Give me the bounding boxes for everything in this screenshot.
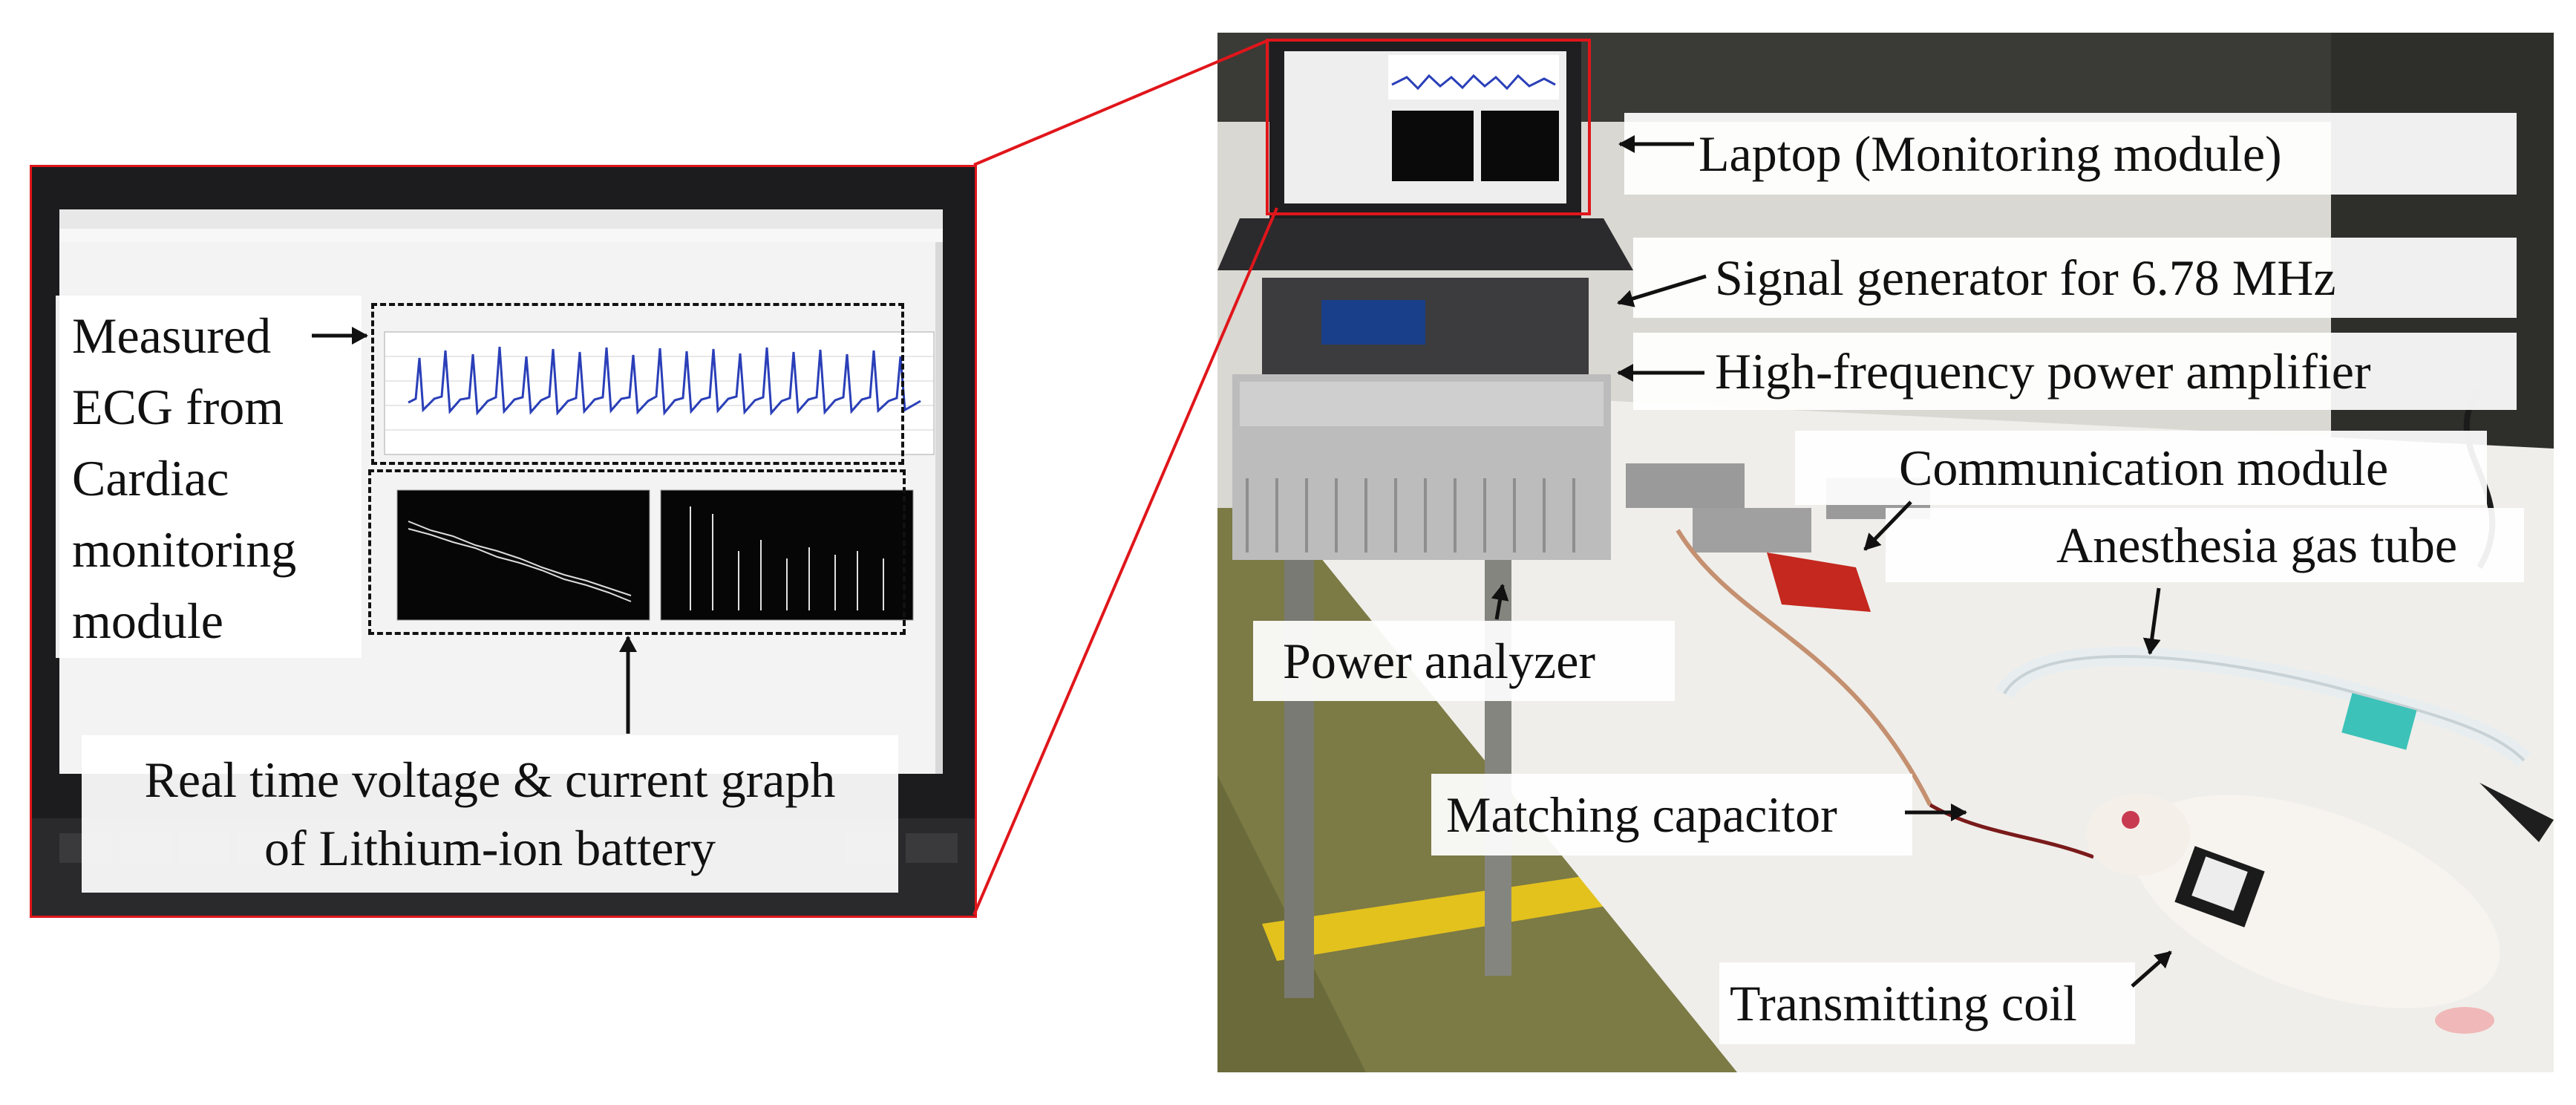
graphs-dashed-box xyxy=(368,469,906,635)
arrow-icon xyxy=(2142,587,2161,655)
realtime-graph-label-line-1: Real time voltage & current graph xyxy=(144,752,836,808)
realtime-graph-label: Real time voltage & current graph of Lit… xyxy=(82,735,898,893)
power-analyzer-label: Power analyzer xyxy=(1253,621,1675,701)
ecg-trace xyxy=(408,346,921,416)
arrow-icon xyxy=(1863,501,1912,551)
ecg-label-line-5: module xyxy=(72,593,223,649)
transmitting-coil-label: Transmitting coil xyxy=(1719,962,2135,1044)
laptop-label: Laptop (Monitoring module) xyxy=(1624,113,2517,195)
ecg-label: Measured ECG from Cardiac monitoring mod… xyxy=(56,296,362,658)
ecg-label-line-2: ECG from xyxy=(72,379,284,435)
communication-label: Communication module xyxy=(1795,431,2487,505)
anesthesia-label: Anesthesia gas tube xyxy=(1886,508,2524,582)
arrow-icon xyxy=(1617,274,1707,307)
signal-generator-label: Signal generator for 6.78 MHz xyxy=(1633,238,2517,318)
laptop-screen-drawing xyxy=(30,165,975,916)
laptop-screen-photo xyxy=(30,165,975,916)
zoom-frame-right xyxy=(1266,39,1591,215)
arrow-icon xyxy=(2131,951,2172,988)
ecg-dashed-box xyxy=(371,303,904,465)
realtime-graph-label-line-2: of Lithium-ion battery xyxy=(264,820,716,876)
arrow-icon xyxy=(1491,584,1509,620)
ecg-label-line-1: Measured xyxy=(72,307,272,364)
matching-capacitor-label: Matching capacitor xyxy=(1431,774,1912,855)
ecg-label-line-3: Cardiac xyxy=(72,450,229,506)
ecg-label-line-4: monitoring xyxy=(72,521,297,578)
power-amplifier-label: High-frequency power amplifier xyxy=(1633,333,2517,410)
zoom-frame-left xyxy=(30,165,977,918)
